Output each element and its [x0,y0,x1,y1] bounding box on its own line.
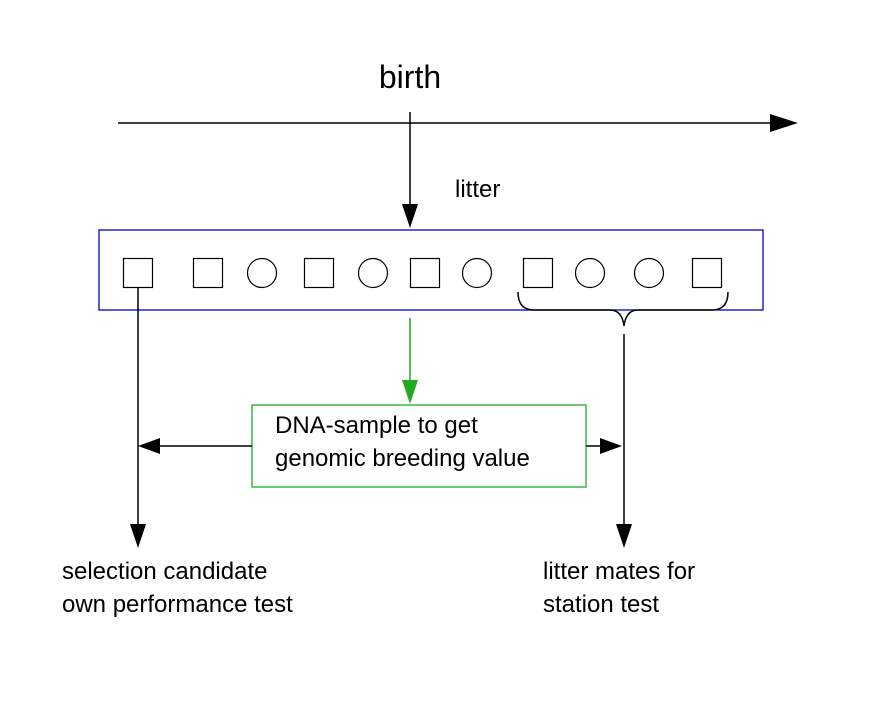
dna-box-line1: DNA-sample to get [275,412,478,439]
timeline-arrowhead [770,114,798,132]
male-square [122,257,154,289]
litter-mates-line1: litter mates for [543,558,695,585]
dna-sample-box [251,404,587,488]
litter-box [98,229,764,311]
selection-candidate-line1: selection candidate [62,558,267,585]
male-square [303,257,335,289]
female-circle [461,257,493,289]
dna-box-line2: genomic breeding value [275,445,530,472]
female-circle [633,257,665,289]
male-square [409,257,441,289]
litter-mates-line2: station test [543,591,659,618]
female-circle [357,257,389,289]
male-square [192,257,224,289]
female-circle [574,257,606,289]
dna-to-candidate-arrowhead [138,438,160,454]
dna-arrowhead [402,380,418,404]
dna-to-mates-arrowhead [600,438,622,454]
birth-arrowhead [402,204,418,228]
female-circle [246,257,278,289]
selection-candidate-line2: own performance test [62,591,293,618]
candidate-arrowhead [130,524,146,548]
litter-members [122,257,723,289]
mates-arrowhead [616,524,632,548]
male-square [522,257,554,289]
birth-label: birth [379,59,441,95]
male-square [691,257,723,289]
litter-mates-brace [517,291,729,327]
litter-label: litter [455,176,500,203]
